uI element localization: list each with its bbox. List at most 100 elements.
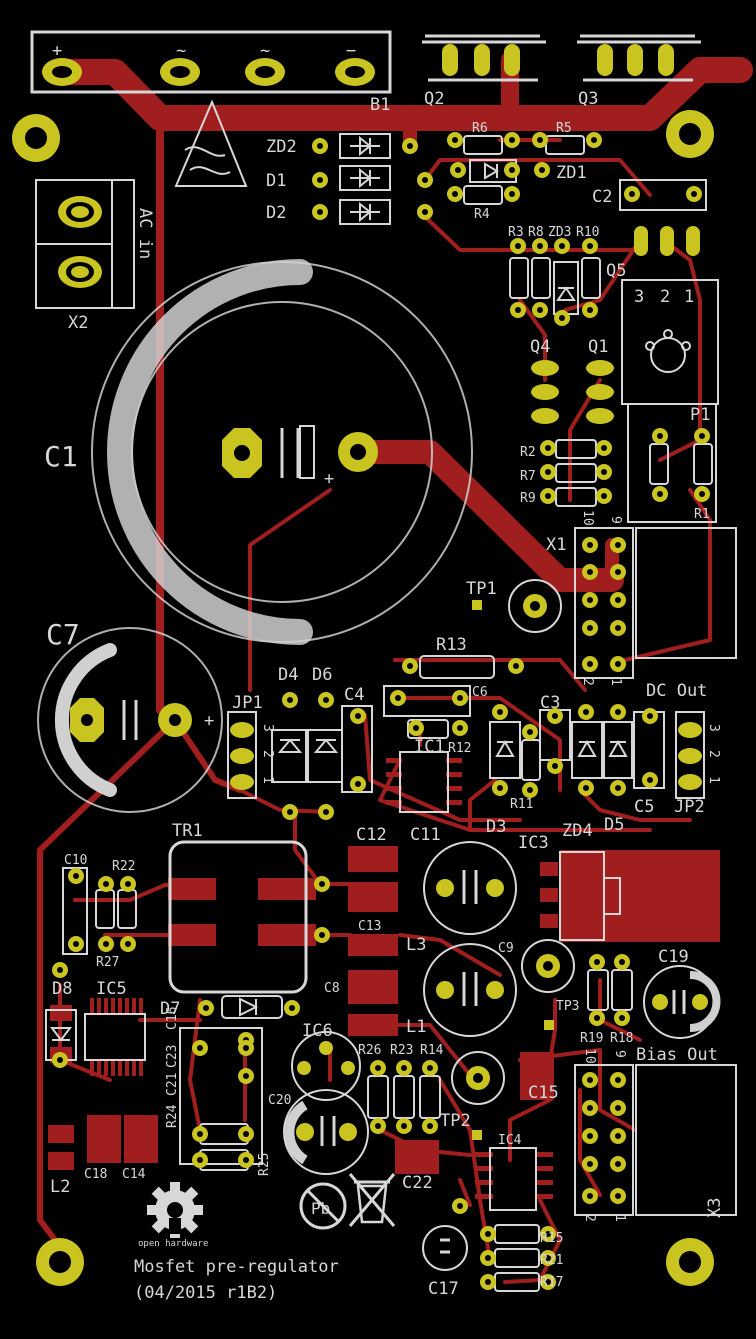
label-x3-p1: 1 bbox=[612, 1214, 627, 1222]
pad-hole bbox=[401, 1123, 407, 1129]
pad-hole bbox=[545, 1231, 551, 1237]
label-r6: R6 bbox=[472, 121, 488, 136]
pad-hole bbox=[317, 177, 323, 183]
pad-hole bbox=[537, 137, 543, 143]
label-c1-plus: + bbox=[324, 469, 334, 489]
diode-d1 bbox=[339, 165, 391, 191]
label-pb: Pb bbox=[311, 1199, 330, 1218]
label-jp2-p1: 1 bbox=[706, 776, 721, 784]
weee-bin-icon bbox=[348, 1173, 396, 1227]
pad-hole bbox=[395, 695, 401, 701]
label-q4: Q4 bbox=[530, 337, 550, 357]
label-r13: R13 bbox=[436, 635, 467, 655]
pad-hole bbox=[539, 167, 545, 173]
label-q2: Q2 bbox=[424, 89, 444, 109]
pad-hole bbox=[615, 709, 621, 715]
pad-hole bbox=[601, 445, 607, 451]
label-r23: R23 bbox=[390, 1043, 413, 1058]
pad-hole bbox=[615, 597, 621, 603]
label-d7: D7 bbox=[160, 999, 180, 1019]
label-r8: R8 bbox=[528, 225, 544, 240]
label-x3-p2: 2 bbox=[582, 1214, 597, 1222]
label-b1-plus: + bbox=[52, 41, 62, 61]
label-c20: C20 bbox=[268, 1093, 291, 1108]
pad-hole bbox=[355, 713, 361, 719]
pad-hole bbox=[647, 777, 653, 783]
pad-hole bbox=[57, 967, 63, 973]
pad-hole bbox=[615, 1077, 621, 1083]
board-title: Mosfet pre-regulator bbox=[134, 1257, 339, 1277]
pad-hole bbox=[485, 1231, 491, 1237]
pad-hole bbox=[619, 1015, 625, 1021]
pad-hole bbox=[289, 1005, 295, 1011]
pad-hole bbox=[452, 191, 458, 197]
pad-hole bbox=[615, 569, 621, 575]
label-x3-p9: 9 bbox=[612, 1050, 627, 1058]
pad-hole bbox=[413, 725, 419, 731]
pad-hole bbox=[545, 469, 551, 475]
pad-hole bbox=[243, 1045, 249, 1051]
label-r4: R4 bbox=[474, 207, 490, 222]
pad-hole bbox=[407, 663, 413, 669]
label-bias-out: Bias Out bbox=[636, 1045, 718, 1065]
label-x3-p10: 10 bbox=[582, 1048, 597, 1064]
pad-hole bbox=[587, 1161, 593, 1167]
label-tr1: TR1 bbox=[172, 821, 203, 841]
label-x1-p9: 9 bbox=[608, 516, 623, 524]
label-l2: L2 bbox=[50, 1177, 70, 1197]
pad-hole bbox=[125, 941, 131, 947]
diode-d2 bbox=[339, 199, 391, 225]
board-revision: (04/2015 r1B2) bbox=[134, 1283, 277, 1303]
pad-hole bbox=[691, 191, 697, 197]
label-zd4: ZD4 bbox=[562, 821, 593, 841]
label-jp1-p1: 1 bbox=[260, 776, 275, 784]
pad-hole bbox=[587, 1193, 593, 1199]
pad-hole bbox=[509, 167, 515, 173]
pad-hole bbox=[527, 787, 533, 793]
pad-hole bbox=[375, 1065, 381, 1071]
pad-hole bbox=[287, 809, 293, 815]
pad-hole bbox=[515, 307, 521, 313]
label-r2: R2 bbox=[520, 445, 536, 460]
pad-hole bbox=[657, 491, 663, 497]
label-tp2: TP2 bbox=[440, 1111, 471, 1131]
pad-hole bbox=[615, 625, 621, 631]
pad-hole bbox=[537, 307, 543, 313]
label-r27: R27 bbox=[96, 955, 119, 970]
pad-hole bbox=[57, 1057, 63, 1063]
label-d4: D4 bbox=[278, 665, 298, 685]
pad-hole bbox=[355, 781, 361, 787]
pad-hole bbox=[73, 873, 79, 879]
pad-hole bbox=[587, 625, 593, 631]
label-c23: C23 bbox=[165, 1045, 180, 1068]
label-c5: C5 bbox=[634, 797, 654, 817]
label-c16: C16 bbox=[165, 1007, 180, 1030]
pad-hole bbox=[319, 881, 325, 887]
label-r25: R25 bbox=[257, 1153, 272, 1176]
label-c13: C13 bbox=[358, 919, 381, 934]
pads bbox=[12, 44, 714, 1286]
pad-hole bbox=[323, 809, 329, 815]
pad-hole bbox=[197, 1045, 203, 1051]
pad-hole bbox=[615, 1105, 621, 1111]
pad-hole bbox=[587, 1077, 593, 1083]
label-c10: C10 bbox=[64, 853, 87, 868]
pad-hole bbox=[485, 1279, 491, 1285]
label-l3: L3 bbox=[406, 935, 426, 955]
pad-hole bbox=[243, 1157, 249, 1163]
label-q5: Q5 bbox=[606, 261, 626, 281]
pad-hole bbox=[317, 209, 323, 215]
pad-hole bbox=[197, 1131, 203, 1137]
passive-bodies bbox=[45, 133, 713, 1292]
pad-hole bbox=[594, 959, 600, 965]
label-b1: B1 bbox=[370, 95, 390, 115]
label-c17: C17 bbox=[428, 1279, 459, 1299]
label-c3: C3 bbox=[540, 693, 560, 713]
pad-hole bbox=[619, 959, 625, 965]
pad-hole bbox=[594, 1015, 600, 1021]
label-zd1: ZD1 bbox=[556, 163, 587, 183]
pad-hole bbox=[545, 493, 551, 499]
label-r22: R22 bbox=[112, 859, 135, 874]
label-ac-in: AC in bbox=[135, 208, 155, 259]
